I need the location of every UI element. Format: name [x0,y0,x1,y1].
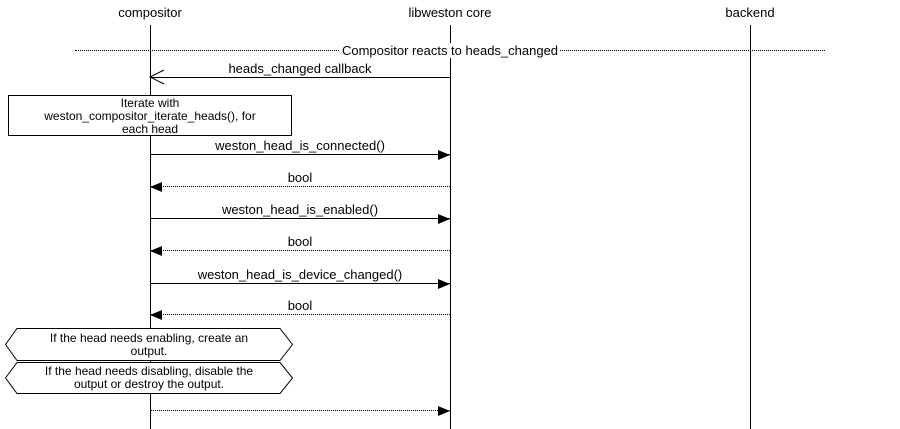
note-line: each head [121,122,179,136]
message-line-head-is-device-changed [150,283,450,284]
lifeline-compositor [150,25,151,429]
filled-arrowhead-right-icon [438,150,450,160]
message-label-bool-1: bool [287,170,313,185]
condition-line: If the head needs enabling, create an [49,330,249,345]
divider-label: Compositor reacts to heads_changed [339,43,561,58]
message-line-final [150,410,450,411]
filled-arrowhead-right-icon [438,279,450,289]
lifeline-libweston-core [450,25,451,429]
message-label-heads-changed-callback: heads_changed callback [228,61,372,76]
message-label-head-is-enabled: weston_head_is_enabled() [221,202,379,217]
filled-arrowhead-left-icon [150,310,162,320]
note-line: weston_compositor_iterate_heads(), for [44,109,256,123]
filled-arrowhead-right-icon [438,406,450,416]
note-box-iterate-heads: Iterate with weston_compositor_iterate_h… [8,95,292,136]
message-line-bool-2 [150,250,450,251]
note-line: Iterate with [120,96,180,110]
message-label-head-is-device-changed: weston_head_is_device_changed() [197,267,403,282]
message-line-heads-changed-callback [150,77,450,78]
condition-line: output or destroy the output. [73,377,225,391]
message-line-bool-1 [150,186,450,187]
open-arrowhead-left-icon [149,69,165,85]
message-label-bool-3: bool [287,298,313,313]
message-label-head-is-connected: weston_head_is_connected() [215,138,385,153]
message-label-bool-2: bool [287,234,313,249]
filled-arrowhead-right-icon [438,214,450,224]
message-line-bool-3 [150,314,450,315]
participant-label-libweston-core: libweston core [408,5,492,20]
lifeline-backend [750,25,751,429]
filled-arrowhead-left-icon [150,182,162,192]
message-line-head-is-connected [150,154,450,155]
message-line-head-is-enabled [150,218,450,219]
participant-label-backend: backend [725,5,775,20]
condition-line: output. [130,343,168,358]
condition-box-enabling: If the head needs enabling, create an ou… [5,328,293,361]
filled-arrowhead-left-icon [150,246,162,256]
participant-label-compositor: compositor [118,5,182,20]
condition-box-disabling: If the head needs disabling, disable the… [5,362,293,394]
condition-line: If the head needs disabling, disable the [44,364,254,378]
hexagon-shape [5,328,293,361]
hexagon-shape [5,362,293,394]
